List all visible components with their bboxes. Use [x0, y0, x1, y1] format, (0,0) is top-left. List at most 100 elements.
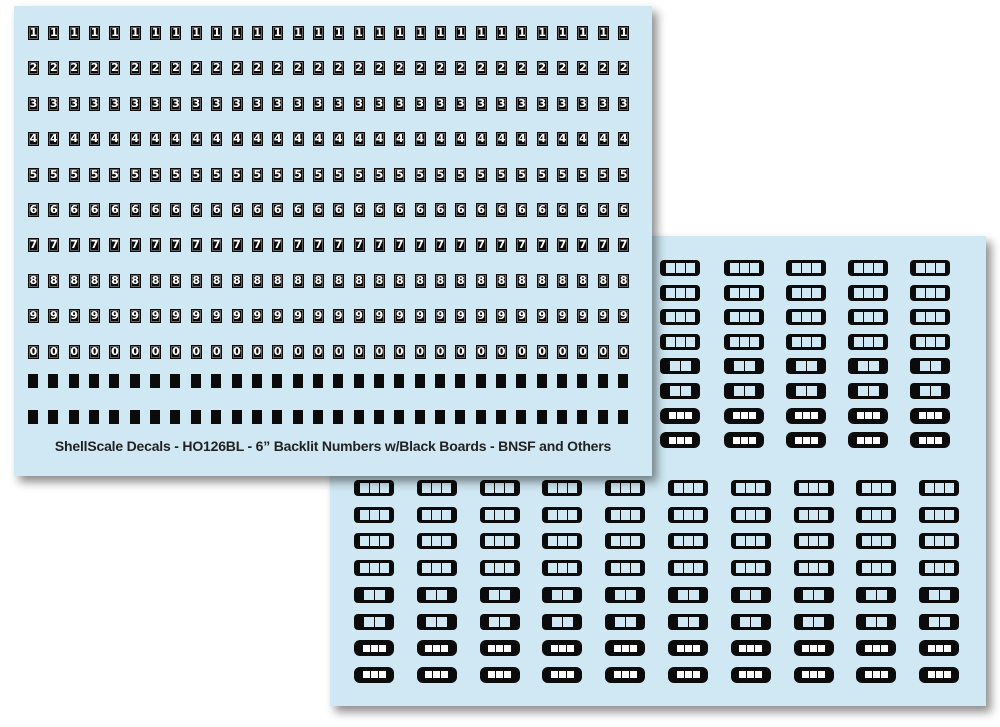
digit-decal: 8	[28, 273, 39, 288]
digit-decal: 2	[231, 61, 243, 76]
number-board-frame-decal	[730, 506, 771, 523]
number-board-frame-decal	[724, 407, 764, 424]
number-board-frame-decal	[848, 260, 888, 276]
digit-decal: 7	[394, 238, 406, 253]
digit-decal: 4	[109, 132, 121, 147]
digit-decal: 4	[394, 132, 406, 147]
digit-decal: 5	[231, 167, 243, 182]
black-board-decal	[414, 374, 425, 388]
digit-decal: 7	[129, 238, 141, 253]
black-board-decal	[251, 410, 262, 424]
digit-decal: 9	[577, 309, 589, 324]
digit-decal: 0	[211, 344, 223, 359]
black-board-decal	[618, 374, 629, 388]
digit-decal: 1	[455, 26, 467, 40]
digit-decal: 4	[68, 132, 80, 147]
digit-decal: 2	[597, 61, 609, 76]
number-board-frame-decal	[479, 613, 520, 630]
number-board-frame-decal	[605, 640, 646, 657]
digit-decal: 2	[475, 61, 487, 76]
black-board-decal	[333, 410, 344, 424]
digit-decal: 4	[577, 132, 589, 147]
digit-decal: 7	[68, 238, 80, 253]
number-board-frame-decal	[793, 560, 834, 577]
black-board-decal	[89, 374, 100, 388]
digit-decal: 9	[597, 309, 609, 324]
digit-decal: 3	[475, 96, 487, 111]
black-board-decal	[475, 410, 486, 424]
number-board-frame-decal	[919, 506, 960, 523]
digit-decal: 3	[28, 96, 39, 111]
digit-decal: 5	[129, 167, 141, 182]
number-board-frame-decal	[479, 560, 520, 577]
number-board-frame-decal	[919, 480, 960, 496]
digit-decal: 4	[190, 132, 202, 147]
digit-decal: 1	[190, 26, 202, 40]
black-board-decal	[292, 410, 303, 424]
black-board-decal	[536, 374, 547, 388]
digit-decal: 0	[536, 344, 548, 359]
digit-decal: 6	[618, 203, 630, 217]
digit-decal: 0	[516, 344, 528, 359]
number-board-frame-decal	[724, 333, 764, 350]
number-board-frame-decal	[605, 613, 646, 630]
number-board-frame-decal	[668, 480, 708, 496]
black-board-decal	[129, 410, 140, 424]
digit-decal: 1	[475, 26, 487, 40]
digit-decal: 6	[272, 203, 284, 217]
black-board-decal	[435, 410, 445, 424]
number-board-frame-decal	[354, 666, 394, 683]
digit-decal: 6	[251, 203, 263, 217]
digit-decal: 7	[89, 238, 101, 253]
digit-decal: 8	[414, 273, 426, 288]
number-board-frame-decal	[848, 333, 888, 350]
number-board-frame-decal	[793, 666, 834, 683]
digit-decal: 7	[109, 238, 121, 253]
digit-decal: 8	[68, 273, 80, 288]
digit-decal: 3	[557, 96, 569, 111]
number-board-frame-decal	[668, 613, 708, 630]
number-board-frame-decal	[786, 358, 826, 375]
number-board-frame-decal	[786, 407, 826, 424]
number-board-frame-decal	[724, 432, 764, 449]
digit-decal: 6	[292, 203, 304, 217]
digit-decal: 0	[414, 344, 426, 359]
digit-decal: 8	[557, 273, 569, 288]
number-board-frame-decal	[856, 640, 897, 657]
digit-decal: 0	[272, 344, 284, 359]
number-board-frame-decal	[919, 533, 960, 550]
digit-decal: 0	[475, 344, 487, 359]
digit-decal: 1	[597, 26, 609, 40]
digit-decal: 1	[353, 26, 365, 40]
black-board-decal	[333, 374, 344, 388]
digit-decal: 4	[48, 132, 60, 147]
black-board-decal	[618, 410, 629, 424]
digit-decal: 3	[68, 96, 80, 111]
digit-decal: 0	[618, 344, 630, 359]
decal-sheet-number-boards	[330, 236, 986, 706]
number-board-frame-decal	[793, 506, 834, 523]
digit-decal: 2	[190, 61, 202, 76]
digit-decal: 8	[333, 273, 345, 288]
digit-decal: 4	[597, 132, 609, 147]
number-board-frame-decal	[793, 640, 834, 657]
number-board-frame-decal	[730, 666, 771, 683]
digit-decal: 2	[129, 61, 141, 76]
number-board-frame-decal	[793, 613, 834, 630]
number-board-frame-decal	[354, 560, 394, 577]
digit-decal: 4	[455, 132, 467, 147]
digit-decal: 4	[333, 132, 345, 147]
digit-decal: 2	[251, 61, 263, 76]
digit-decal: 2	[618, 61, 630, 76]
digit-decal: 1	[109, 26, 121, 40]
digit-decal: 9	[373, 309, 385, 324]
number-board-frame-decal	[479, 506, 520, 523]
digit-decal: 3	[435, 96, 446, 111]
digit-decal: 0	[109, 344, 121, 359]
digit-decal: 2	[312, 61, 324, 76]
digit-decal: 2	[455, 61, 467, 76]
number-board-frame-decal	[660, 407, 700, 424]
digit-decal: 4	[516, 132, 528, 147]
digit-decal: 5	[150, 167, 162, 182]
digit-decal: 9	[536, 309, 548, 324]
